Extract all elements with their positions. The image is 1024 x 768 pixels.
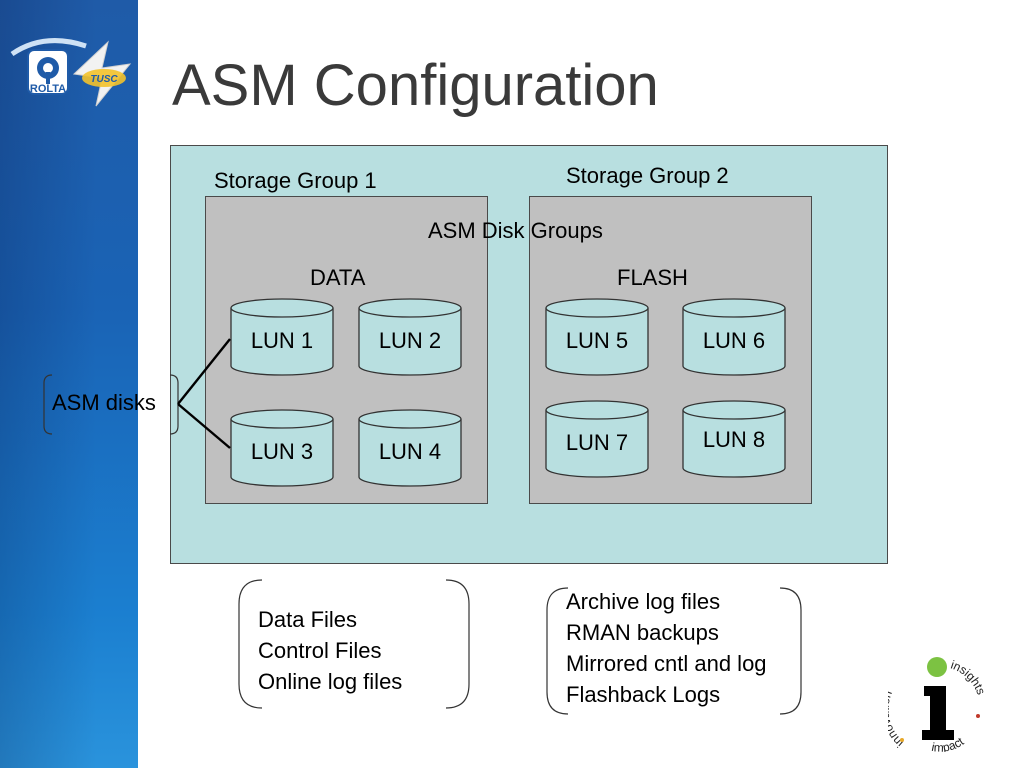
storage-group-1-label: Storage Group 1 [214,168,377,193]
rolta-logo: ROLTA TUSC [10,38,132,107]
storage-group-2-label: Storage Group 2 [566,163,729,188]
list-item: Online log files [258,669,403,694]
innovation-insights-impact-logo: innovation insights impact [888,657,988,752]
lun-label: LUN 3 [250,439,314,464]
logo-word: insights [949,658,988,697]
asm-disks-connector [43,338,231,449]
disk-group-data-name: DATA [310,265,366,290]
list-item: Flashback Logs [566,682,721,707]
lun-cylinder: LUN 1 [230,298,334,376]
lun-cylinder: LUN 7 [545,400,649,478]
data-contents-bracket [238,579,470,709]
disk-group-flash-name: FLASH [617,265,688,290]
sidebar-shade [0,0,138,768]
rolta-text: ROLTA [30,83,66,95]
tusc-text: TUSC [90,74,118,85]
lun-cylinder: LUN 2 [358,298,462,376]
lun-label: LUN 5 [565,328,629,353]
list-item: RMAN backups [566,620,719,645]
flash-contents-list: Archive log files RMAN backups Mirrored … [566,586,767,710]
lun-label: LUN 2 [378,328,442,353]
list-item: Control Files [258,638,382,663]
flash-contents-bracket [546,587,802,715]
lun-cylinder: LUN 5 [545,298,649,376]
asm-disks-label: ASM disks [52,390,156,415]
svg-text:insights: insights [949,658,988,697]
lun-cylinder: LUN 6 [682,298,786,376]
list-item: Mirrored cntl and log [566,651,767,676]
lun-label: LUN 7 [565,430,629,455]
lun-label: LUN 6 [702,328,766,353]
page-title: ASM Configuration [172,53,659,118]
lun-label: LUN 1 [250,328,314,353]
lun-cylinder: LUN 8 [682,400,786,478]
list-item: Archive log files [566,589,721,614]
lun-label: LUN 8 [702,427,766,452]
asm-disk-groups-label: ASM Disk Groups [428,218,603,243]
data-contents-list: Data Files Control Files Online log file… [258,604,402,697]
sidebar-band [0,0,138,768]
lun-label: LUN 4 [378,439,442,464]
lun-cylinder: LUN 3 [230,409,334,487]
list-item: Data Files [258,607,358,632]
lun-cylinder: LUN 4 [358,409,462,487]
